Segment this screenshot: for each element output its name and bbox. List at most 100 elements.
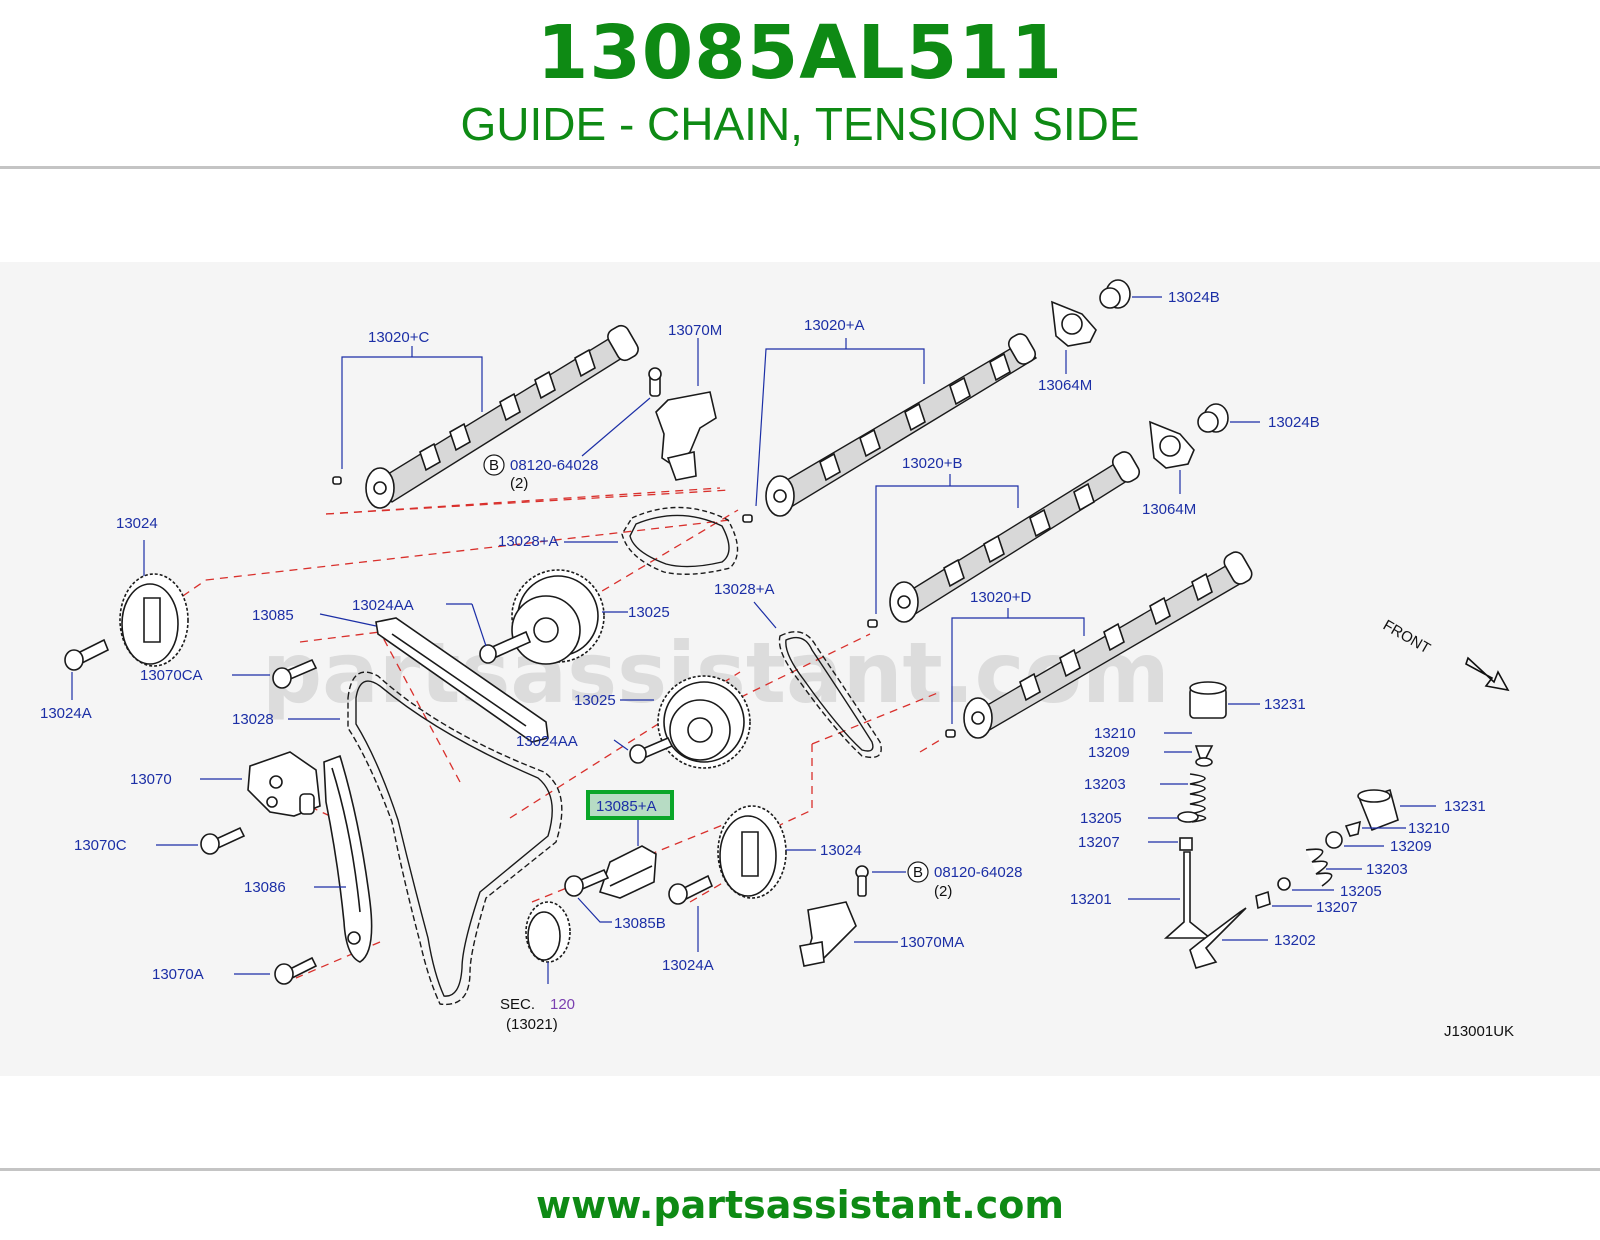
badge-b-top: B xyxy=(489,457,499,474)
callout-13025-top[interactable]: 13025 xyxy=(628,604,670,621)
callout-13207-top[interactable]: 13207 xyxy=(1078,834,1120,851)
cam-chain-13028a-upper[interactable] xyxy=(621,506,739,575)
callout-13024a-left[interactable]: 13024A xyxy=(40,705,92,722)
callout-13024b-top[interactable]: 13024B xyxy=(1168,289,1220,306)
callout-13203-top[interactable]: 13203 xyxy=(1084,776,1126,793)
sprocket-13024-mid[interactable] xyxy=(717,805,787,899)
part-number-title: 13085AL511 xyxy=(536,10,1064,96)
badge-b-mid: B xyxy=(913,864,923,881)
callout-13025-mid[interactable]: 13025 xyxy=(574,692,616,709)
callout-13207-right[interactable]: 13207 xyxy=(1316,899,1358,916)
badge-b-mid-icon xyxy=(907,861,929,883)
callout-13231-right[interactable]: 13231 xyxy=(1444,798,1486,815)
callout-13070c[interactable]: 13070C xyxy=(74,837,127,854)
bolt-13024aa-mid[interactable] xyxy=(629,736,674,764)
bolt-13070c[interactable] xyxy=(200,826,246,855)
callout-13210-right[interactable]: 13210 xyxy=(1408,820,1450,837)
sprocket-13025-upper[interactable] xyxy=(511,569,605,665)
chain-guide-13086[interactable] xyxy=(323,754,373,963)
callout-08120-top[interactable]: 08120-64028 xyxy=(510,457,598,474)
callout-13205-right[interactable]: 13205 xyxy=(1340,883,1382,900)
callout-13085b[interactable]: 13085B xyxy=(614,915,666,932)
diagram-code: J13001UK xyxy=(1444,1023,1514,1040)
footer-website-link[interactable]: www.partsassistant.com xyxy=(536,1183,1064,1227)
callout-13203-right[interactable]: 13203 xyxy=(1366,861,1408,878)
part-name-subtitle: GUIDE - CHAIN, TENSION SIDE xyxy=(460,98,1140,150)
callout-13064m-top[interactable]: 13064M xyxy=(1038,377,1092,394)
chain-guide-13085a-part[interactable] xyxy=(598,845,657,899)
callout-13020a[interactable]: 13020+A xyxy=(804,317,864,334)
callout-13085a[interactable]: 13085+A xyxy=(596,798,656,815)
parts-diagram-panel: partsassistant.com 13020+C xyxy=(0,262,1600,1076)
bolt-13024a-mid[interactable] xyxy=(668,874,714,905)
callout-13024aa-mid[interactable]: 13024AA xyxy=(516,733,578,750)
callout-13209-top[interactable]: 13209 xyxy=(1088,744,1130,761)
bolt-13024a-left[interactable] xyxy=(64,638,110,671)
parts-diagram: partsassistant.com 13020+C xyxy=(40,279,1514,1040)
tensioner-13070[interactable] xyxy=(247,751,321,817)
callout-13028a-top[interactable]: 13028+A xyxy=(498,533,558,550)
callout-13028[interactable]: 13028 xyxy=(232,711,274,728)
callout-13070ca[interactable]: 13070CA xyxy=(140,667,203,684)
dowel-pin-13020a xyxy=(742,514,753,523)
callout-13028a-mid[interactable]: 13028+A xyxy=(714,581,774,598)
dowel-pin-13020b xyxy=(867,619,878,628)
callout-13024aa-top[interactable]: 13024AA xyxy=(352,597,414,614)
callout-qty-top: (2) xyxy=(510,475,528,492)
callout-13024-left[interactable]: 13024 xyxy=(116,515,158,532)
callout-13070a[interactable]: 13070A xyxy=(152,966,204,983)
callout-13020d[interactable]: 13020+D xyxy=(970,589,1031,606)
timing-chain-13028[interactable] xyxy=(347,671,563,1006)
footer-divider xyxy=(0,1168,1600,1171)
dowel-pin-13020c xyxy=(332,476,342,485)
callout-13231-top[interactable]: 13231 xyxy=(1264,696,1306,713)
sprocket-13024-left[interactable] xyxy=(119,573,189,667)
camshaft-13020a[interactable] xyxy=(765,331,1038,517)
callout-13210-top[interactable]: 13210 xyxy=(1094,725,1136,742)
bolt-13024aa-upper[interactable] xyxy=(479,630,532,664)
bolt-13070a[interactable] xyxy=(274,956,318,985)
camshaft-13020d[interactable] xyxy=(963,549,1255,739)
highlight-box-13085a xyxy=(586,790,674,820)
callout-13020c[interactable]: 13020+C xyxy=(368,329,429,346)
header: 13085AL511 GUIDE - CHAIN, TENSION SIDE xyxy=(0,0,1600,170)
callout-13205-top[interactable]: 13205 xyxy=(1080,810,1122,827)
dowel-pin-13020d xyxy=(945,729,956,738)
crank-sprocket-13021[interactable] xyxy=(525,901,571,963)
callout-13209-right[interactable]: 13209 xyxy=(1390,838,1432,855)
callout-13024b-mid[interactable]: 13024B xyxy=(1268,414,1320,431)
callout-13021: (13021) xyxy=(506,1016,558,1033)
bolt-13070ca[interactable] xyxy=(272,658,318,689)
callout-13085[interactable]: 13085 xyxy=(252,607,294,624)
camshaft-13020c[interactable] xyxy=(365,323,641,509)
sprocket-13025-mid[interactable] xyxy=(657,675,751,769)
valve-train-exhaust[interactable] xyxy=(1189,788,1399,969)
front-arrow: FRONT xyxy=(1380,617,1510,692)
solenoid-13070m[interactable] xyxy=(648,367,717,481)
chain-guide-13085[interactable] xyxy=(375,617,549,743)
callout-13202[interactable]: 13202 xyxy=(1274,932,1316,949)
cam-chain-13028a-mid[interactable] xyxy=(778,631,882,759)
callout-13064m-mid[interactable]: 13064M xyxy=(1142,501,1196,518)
camshaft-13020b[interactable] xyxy=(889,449,1142,623)
callout-13201[interactable]: 13201 xyxy=(1070,891,1112,908)
bracket-13064m-top[interactable] xyxy=(1051,300,1097,347)
badge-b-icon xyxy=(483,454,505,476)
bushing-13024b-mid[interactable] xyxy=(1197,403,1229,433)
header-divider xyxy=(0,166,1600,169)
callout-13070m[interactable]: 13070M xyxy=(668,322,722,339)
callout-13024-mid[interactable]: 13024 xyxy=(820,842,862,859)
callout-13070[interactable]: 13070 xyxy=(130,771,172,788)
callout-08120-mid[interactable]: 08120-64028 xyxy=(934,864,1022,881)
callout-sec-120[interactable]: 120 xyxy=(550,996,575,1013)
callout-13024a-mid[interactable]: 13024A xyxy=(662,957,714,974)
callout-sec: SEC. xyxy=(500,996,535,1013)
bolt-13085b[interactable] xyxy=(564,868,610,897)
bracket-13064m-mid[interactable] xyxy=(1149,420,1195,469)
front-label: FRONT xyxy=(1380,617,1433,658)
callout-13070ma[interactable]: 13070MA xyxy=(900,934,964,951)
solenoid-13070ma[interactable] xyxy=(799,865,869,967)
callout-13020b[interactable]: 13020+B xyxy=(902,455,962,472)
callout-13086[interactable]: 13086 xyxy=(244,879,286,896)
bushing-13024b-top[interactable] xyxy=(1099,279,1131,309)
